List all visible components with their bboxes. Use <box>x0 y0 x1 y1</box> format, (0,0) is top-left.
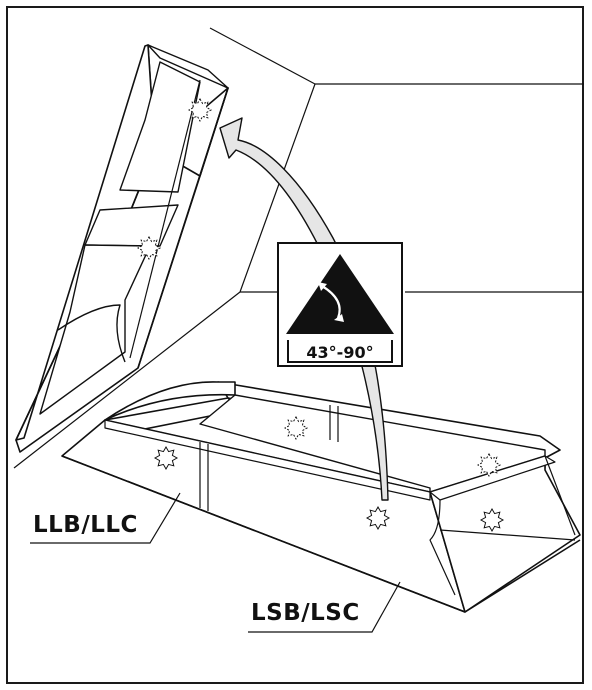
label-leaders <box>30 492 401 633</box>
roof-pitch-triangle-icon <box>286 254 394 334</box>
room-wall-lines <box>13 27 584 469</box>
lining-tray <box>61 381 581 613</box>
pitch-badge <box>277 242 403 367</box>
label-llb-llc: LLB/LLC <box>33 512 138 538</box>
pitch-range-text: 43°-90° <box>306 343 374 362</box>
label-lsb-lsc: LSB/LSC <box>251 600 360 626</box>
roof-window-frame <box>15 44 229 453</box>
